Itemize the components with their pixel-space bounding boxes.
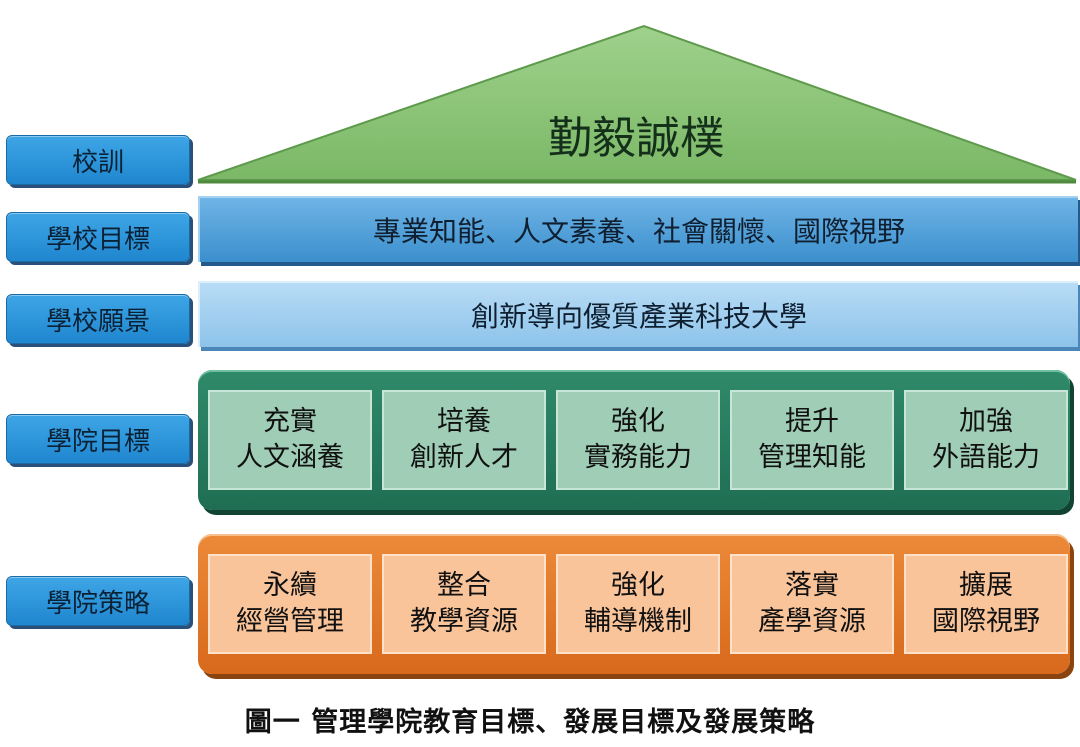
label-school-goal: 學校目標	[6, 212, 190, 262]
college-goal-cell: 加強外語能力	[904, 390, 1068, 490]
college-strategy-line2: 經營管理	[236, 606, 344, 637]
school-goal-text: 專業知能、人文素養、社會關懷、國際視野	[372, 215, 905, 248]
college-goals-panel: 充實人文涵養 培養創新人才 強化實務能力 提升管理知能 加強外語能力	[198, 370, 1070, 510]
college-strategy-line1: 落實	[785, 570, 839, 601]
college-strategy-line1: 永續	[263, 570, 317, 601]
college-goal-line2: 創新人才	[410, 442, 518, 473]
college-strategies-panel: 永續經營管理 整合教學資源 強化輔導機制 落實產學資源 擴展國際視野	[198, 534, 1070, 674]
college-goal-line1: 培養	[437, 406, 491, 437]
roof-motto-text: 勤毅誠樸	[548, 113, 724, 164]
roof-triangle	[197, 24, 1077, 184]
college-goal-line2: 人文涵養	[236, 442, 344, 473]
college-strategy-cell: 強化輔導機制	[556, 554, 720, 654]
college-strategy-cell: 永續經營管理	[208, 554, 372, 654]
figure-caption: 圖一 管理學院教育目標、發展目標及發展策略	[244, 707, 816, 738]
college-goal-line2: 外語能力	[932, 442, 1040, 473]
college-goal-line1: 加強	[959, 406, 1013, 437]
college-strategy-line2: 產學資源	[758, 606, 866, 637]
college-goal-cell: 強化實務能力	[556, 390, 720, 490]
label-school-vision: 學校願景	[6, 294, 190, 344]
college-strategy-line1: 強化	[611, 570, 665, 601]
college-strategy-cell: 擴展國際視野	[904, 554, 1068, 654]
label-motto: 校訓	[6, 135, 190, 185]
label-college-strategy-text: 學院策略	[45, 588, 150, 619]
college-strategy-cell: 落實產學資源	[730, 554, 894, 654]
school-goal-bar: 專業知能、人文素養、社會關懷、國際視野	[198, 196, 1078, 262]
college-strategy-line1: 擴展	[959, 570, 1013, 601]
label-college-strategy: 學院策略	[6, 576, 190, 626]
college-goal-cell: 培養創新人才	[382, 390, 546, 490]
college-strategy-line2: 國際視野	[932, 606, 1040, 637]
label-school-vision-text: 學校願景	[45, 306, 150, 337]
school-vision-bar: 創新導向優質產業科技大學	[198, 281, 1078, 347]
college-strategy-line2: 教學資源	[410, 606, 518, 637]
college-goal-line2: 管理知能	[758, 442, 866, 473]
college-strategy-line1: 整合	[437, 570, 491, 601]
label-school-goal-text: 學校目標	[45, 224, 150, 255]
college-goal-line1: 提升	[785, 406, 839, 437]
college-strategy-line2: 輔導機制	[584, 606, 692, 637]
college-goal-line2: 實務能力	[584, 442, 692, 473]
college-goal-cell: 提升管理知能	[730, 390, 894, 490]
college-goal-cell: 充實人文涵養	[208, 390, 372, 490]
label-college-goal-text: 學院目標	[45, 426, 150, 457]
school-vision-text: 創新導向優質產業科技大學	[470, 300, 807, 333]
college-strategy-cell: 整合教學資源	[382, 554, 546, 654]
college-goal-line1: 強化	[611, 406, 665, 437]
college-goal-line1: 充實	[263, 406, 317, 437]
label-college-goal: 學院目標	[6, 414, 190, 464]
label-motto-text: 校訓	[71, 147, 124, 178]
